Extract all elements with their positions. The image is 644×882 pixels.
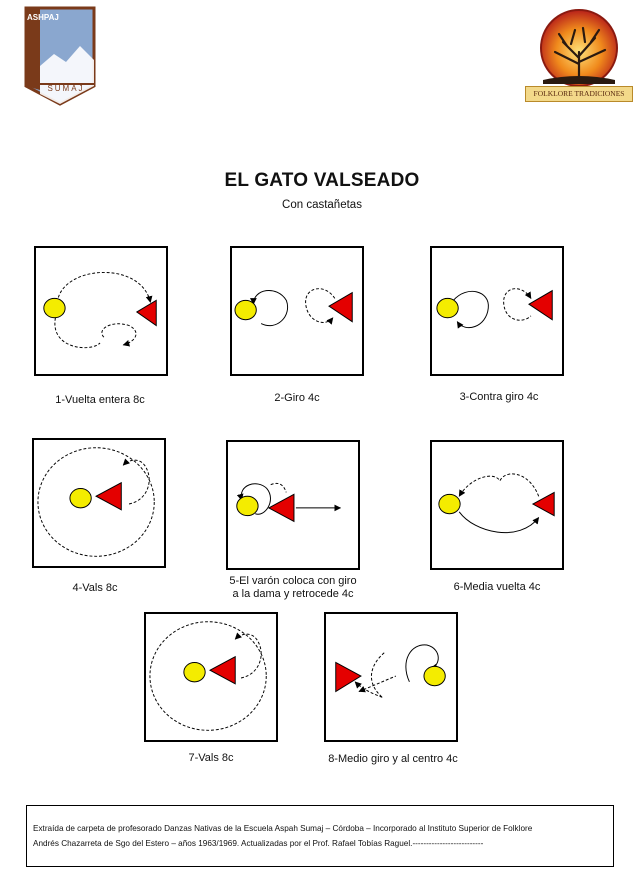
figure-3-caption: 3-Contra giro 4c [459,391,539,403]
footer-line-2: Andrés Chazarreta de Sgo del Estero – añ… [33,839,484,848]
footer-line-1: Extraída de carpeta de profesorado Danza… [33,824,533,833]
school-logo-bottom-text: SUMAJ [47,84,85,93]
figure-2-caption: 2-Giro 4c [274,392,320,404]
school-logo-vertical-text: ASHPAJ [27,12,59,23]
figure-6-diagram [430,440,564,570]
school-logo: ASHPAJ SUMAJ [24,6,96,106]
figure-1-caption: 1-Vuelta entera 8c [55,394,145,406]
footer-citation: Extraída de carpeta de profesorado Danza… [26,805,614,867]
figure-7-caption: 7-Vals 8c [188,752,234,764]
figure-6-caption: 6-Media vuelta 4c [453,581,541,593]
page-subtitle: Con castañetas [282,199,362,211]
figure-5-caption: 5-El varón coloca con giro a la dama y r… [208,575,378,601]
figure-1-diagram [34,246,168,376]
page-title: EL GATO VALSEADO [224,170,420,191]
figure-5-caption-line-1: 5-El varón coloca con giro [229,575,357,587]
figure-2-diagram [230,246,364,376]
folklore-logo: FOLKLORE TRADICIONES [525,8,633,102]
figure-3-diagram [430,246,564,376]
figure-5-caption-line-2: a la dama y retrocede 4c [232,588,354,600]
figure-4-diagram [32,438,166,568]
figure-7-diagram [144,612,278,742]
figure-4-caption: 4-Vals 8c [72,582,118,594]
folklore-logo-label: FOLKLORE TRADICIONES [525,86,633,102]
figure-8-diagram [324,612,458,742]
figure-5-diagram [226,440,360,570]
figure-8-caption: 8-Medio giro y al centro 4c [328,753,458,765]
